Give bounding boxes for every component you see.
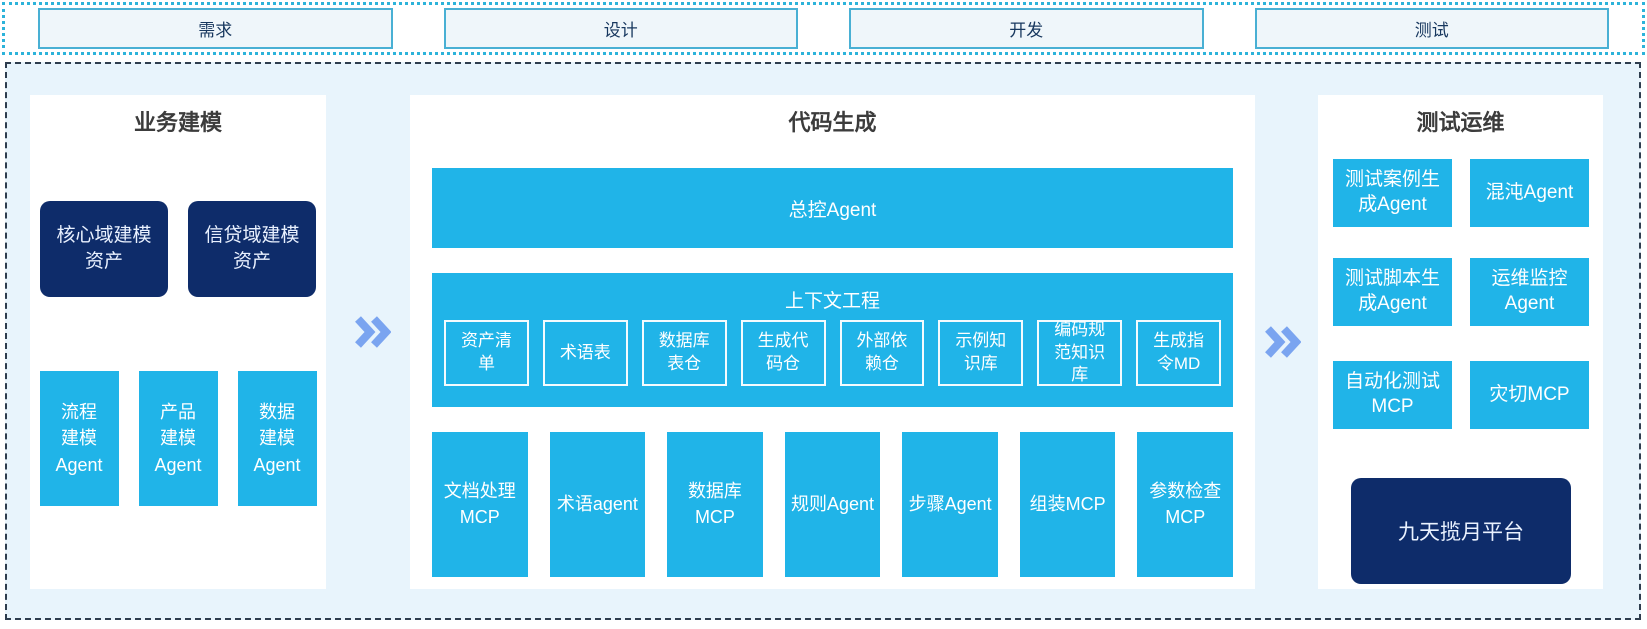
master-control-agent-bar: 总控Agent <box>432 168 1233 248</box>
workers-row: 文档处理MCP 术语agent 数据库MCP 规则Agent 步骤Agent 组… <box>432 432 1234 577</box>
phase-label: 设计 <box>603 21 638 40</box>
panel-title: 代码生成 <box>788 110 877 135</box>
doc-processing-mcp-box: 文档处理MCP <box>432 432 528 577</box>
code-generation-panel: 代码生成 总控Agent 上下文工程 资产清单 术语表 数据库表仓 生成代码仓 … <box>410 95 1255 589</box>
assembly-mcp-box: 组装MCP <box>1019 432 1116 577</box>
test-ops-panel: 测试运维 测试案例生成Agent 混沌Agent 测试脚本生成Agent 运维监… <box>1318 95 1603 589</box>
context-engineering-block: 上下文工程 资产清单 术语表 数据库表仓 生成代码仓 外部依赖仓 示例知识库 编… <box>432 273 1233 407</box>
test-script-gen-agent-box: 测试脚本生成Agent <box>1333 258 1452 326</box>
business-modeling-panel: 业务建模 核心域建模资产 信贷域建模资产 流程建模Agent 产品建模Agent… <box>30 95 326 589</box>
chaos-agent-box: 混沌Agent <box>1470 159 1589 227</box>
param-check-mcp-box: 参数检查MCP <box>1137 432 1234 577</box>
example-kb-box: 示例知识库 <box>938 320 1024 386</box>
db-table-repo-box: 数据库表仓 <box>641 320 727 386</box>
glossary-box: 术语表 <box>542 320 628 386</box>
context-items-row: 资产清单 术语表 数据库表仓 生成代码仓 外部依赖仓 示例知识库 编码规范知识库… <box>444 320 1221 386</box>
credit-domain-asset-box: 信贷域建模资产 <box>188 201 316 297</box>
generation-instruction-md-box: 生成指令MD <box>1136 320 1221 386</box>
data-modeling-agent-box: 数据建模Agent <box>237 371 317 506</box>
step-agent-box: 步骤Agent <box>902 432 998 577</box>
ops-monitoring-agent-box: 运维监控Agent <box>1470 258 1589 326</box>
coding-standard-kb-box: 编码规范知识库 <box>1037 320 1123 386</box>
phase-strip: 需求 设计 开发 测试 <box>2 2 1645 55</box>
core-domain-asset-box: 核心域建模资产 <box>40 201 168 297</box>
external-deps-repo-box: 外部依赖仓 <box>839 320 925 386</box>
context-engineering-title: 上下文工程 <box>784 291 880 312</box>
double-chevron-icon <box>1265 326 1301 358</box>
rule-agent-box: 规则Agent <box>784 432 881 577</box>
disaster-switch-mcp-box: 灾切MCP <box>1470 361 1589 429</box>
phase-label: 需求 <box>198 21 233 40</box>
modeling-agents-row: 流程建模Agent 产品建模Agent 数据建模Agent <box>30 371 326 506</box>
panel-title: 测试运维 <box>1416 110 1505 135</box>
phase-box-development: 开发 <box>849 8 1204 49</box>
phase-box-testing: 测试 <box>1254 8 1609 49</box>
jiutian-lanyue-platform-box: 九天揽月平台 <box>1351 478 1571 584</box>
modeling-assets-row: 核心域建模资产 信贷域建模资产 <box>30 201 326 297</box>
generated-code-repo-box: 生成代码仓 <box>740 320 826 386</box>
phase-label: 开发 <box>1009 21 1044 40</box>
database-mcp-box: 数据库MCP <box>667 432 763 577</box>
phase-label: 测试 <box>1414 21 1449 40</box>
main-container: 业务建模 核心域建模资产 信贷域建模资产 流程建模Agent 产品建模Agent… <box>5 62 1641 620</box>
terminology-agent-box: 术语agent <box>549 432 646 577</box>
automated-test-mcp-box: 自动化测试MCP <box>1333 361 1452 429</box>
phase-box-design: 设计 <box>443 8 798 49</box>
phase-box-requirements: 需求 <box>38 8 393 49</box>
asset-list-box: 资产清单 <box>444 320 529 386</box>
double-chevron-icon <box>355 316 391 348</box>
product-modeling-agent-box: 产品建模Agent <box>138 371 218 506</box>
test-case-gen-agent-box: 测试案例生成Agent <box>1333 159 1452 227</box>
process-modeling-agent-box: 流程建模Agent <box>39 371 119 506</box>
panel-title: 业务建模 <box>133 110 222 135</box>
